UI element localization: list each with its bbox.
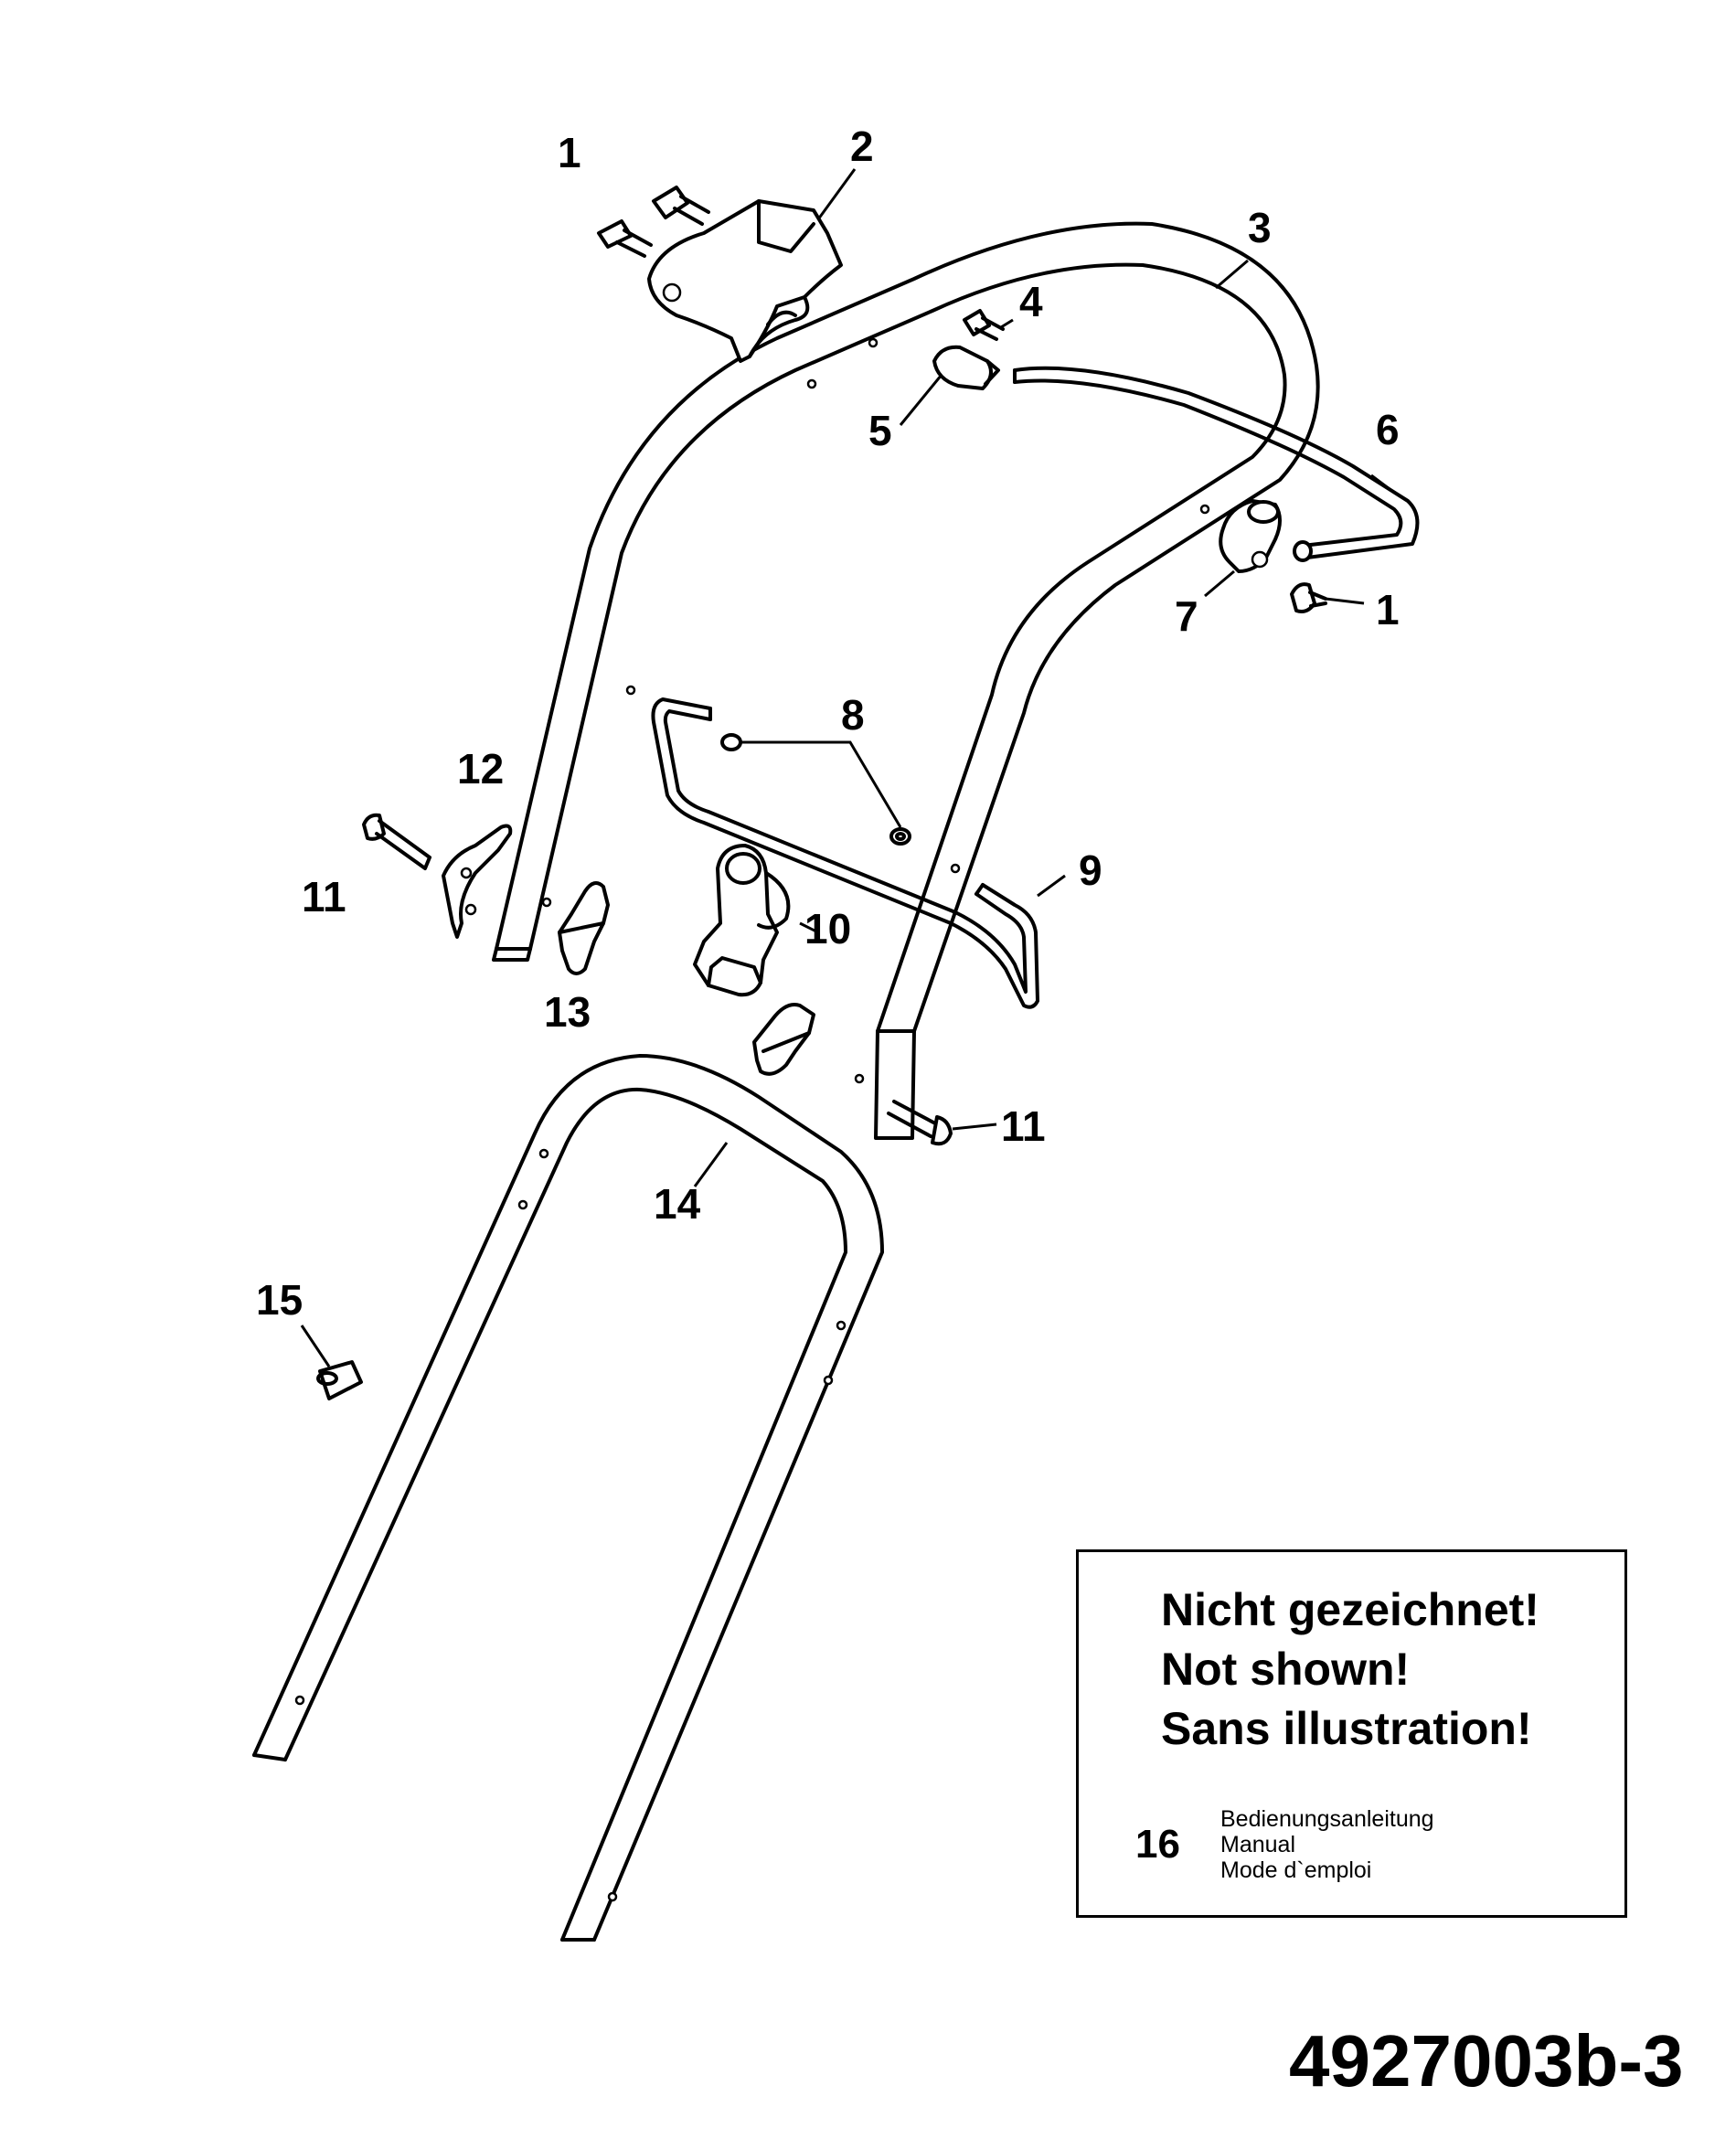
callout-labels: 1 2 3 4 5 6 7 1 8 9 10 11 12 13 11 14 15 bbox=[256, 122, 1400, 1324]
latch-part-12 bbox=[442, 824, 513, 939]
callout-5: 5 bbox=[868, 407, 892, 454]
cable-clip-part-5 bbox=[932, 345, 1000, 390]
brake-bail-part-9 bbox=[651, 697, 1039, 1009]
screw-part-4 bbox=[963, 309, 1005, 341]
cable-guide-part-10 bbox=[693, 844, 791, 997]
callout-4: 4 bbox=[1019, 278, 1043, 325]
not-shown-heading-fr: Sans illustration! bbox=[1161, 1703, 1532, 1754]
drawing-number: 4927003b-3 bbox=[1289, 2020, 1684, 2102]
callout-10: 10 bbox=[804, 905, 851, 952]
not-shown-item-name-fr: Mode d`emploi bbox=[1220, 1857, 1372, 1883]
not-shown-item-name-en: Manual bbox=[1220, 1832, 1295, 1857]
callout-15: 15 bbox=[256, 1276, 303, 1324]
screw-part-1-right bbox=[1290, 582, 1327, 613]
callout-14: 14 bbox=[654, 1180, 701, 1228]
rod-clamp-part-7 bbox=[1219, 499, 1282, 573]
wing-knob-part-13-upper bbox=[558, 881, 610, 975]
callout-8: 8 bbox=[841, 691, 865, 739]
callout-11-left: 11 bbox=[302, 873, 346, 921]
not-shown-item-number: 16 bbox=[1135, 1822, 1180, 1867]
wing-knob-part-13-lower bbox=[752, 1003, 815, 1076]
bolt-part-11-right bbox=[887, 1100, 953, 1146]
screw-part-1-top bbox=[597, 186, 710, 258]
callout-6: 6 bbox=[1376, 406, 1400, 453]
lower-handle-part-14 bbox=[252, 1054, 884, 1942]
control-rod-part-6 bbox=[1013, 366, 1420, 562]
callout-11-right: 11 bbox=[1001, 1102, 1046, 1150]
callout-9: 9 bbox=[1079, 846, 1102, 894]
end-cap-part-15 bbox=[316, 1360, 363, 1400]
callout-1-right: 1 bbox=[1376, 586, 1400, 633]
leader-lines bbox=[300, 168, 1390, 1367]
callout-1-top: 1 bbox=[558, 129, 581, 176]
not-shown-item-name-de: Bedienungsanleitung bbox=[1220, 1806, 1434, 1832]
switch-housing-part-2 bbox=[647, 199, 843, 363]
callout-7: 7 bbox=[1175, 592, 1198, 640]
not-shown-heading-de: Nicht gezeichnet! bbox=[1161, 1584, 1539, 1635]
not-shown-box: Nicht gezeichnet! Not shown! Sans illust… bbox=[1076, 1549, 1627, 1918]
callout-3: 3 bbox=[1248, 204, 1272, 251]
callout-2: 2 bbox=[850, 122, 874, 170]
bolt-part-11-left bbox=[362, 813, 431, 870]
callout-13: 13 bbox=[544, 988, 591, 1036]
callout-12: 12 bbox=[457, 745, 504, 793]
not-shown-heading-en: Not shown! bbox=[1161, 1644, 1411, 1695]
upper-handle-part-3 bbox=[492, 221, 1320, 1140]
